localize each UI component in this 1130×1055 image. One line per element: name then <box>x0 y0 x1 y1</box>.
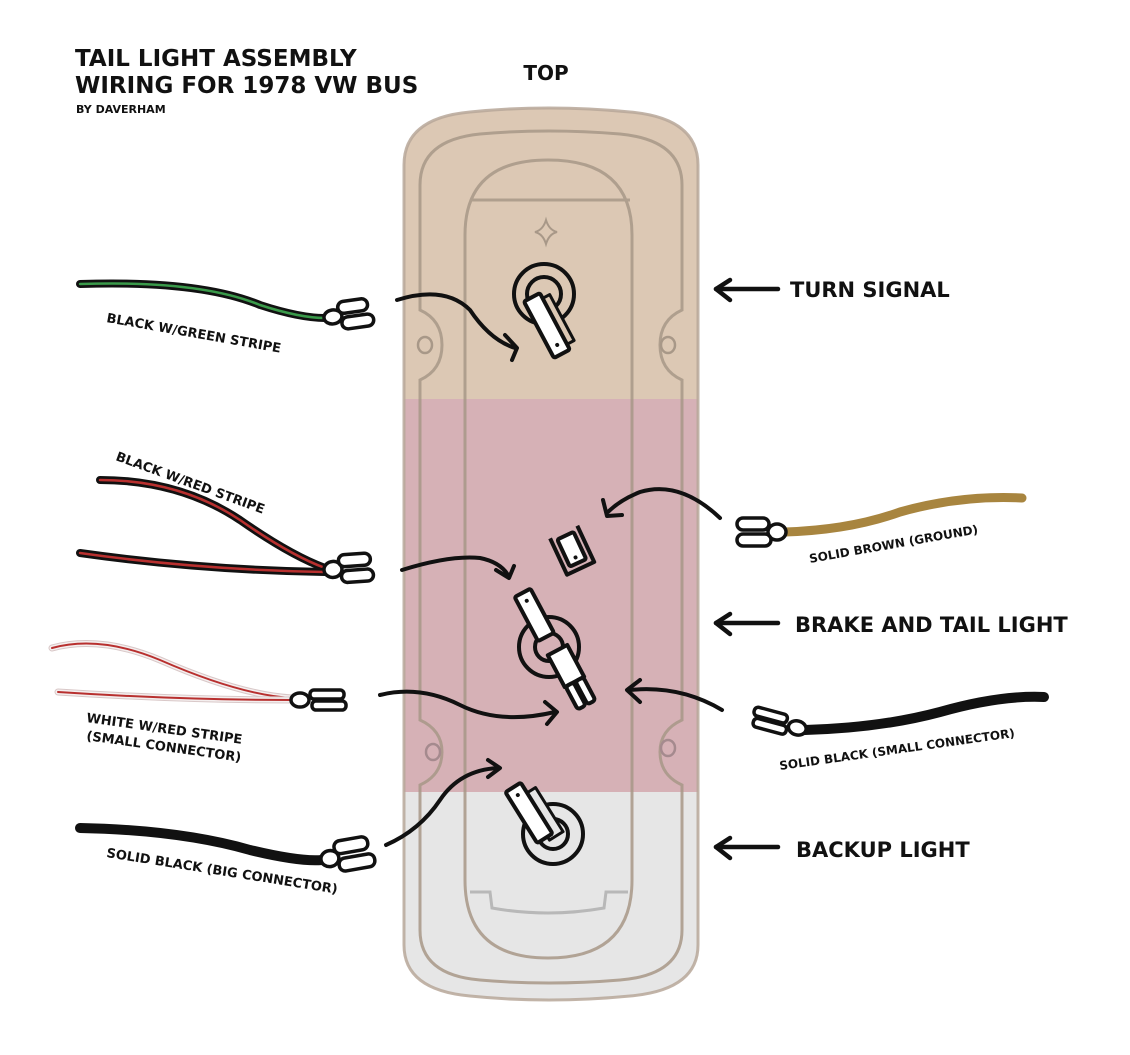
pointer-arrows <box>378 292 724 847</box>
wire-white-red <box>48 640 296 704</box>
wire-solid-brown <box>780 493 1027 537</box>
screw-hole-bottom-right <box>659 738 677 758</box>
connector-black-red <box>322 551 376 585</box>
brake-tail-section <box>404 399 698 792</box>
arrow-left-icon <box>713 835 781 861</box>
arrow-to-turn-signal <box>395 292 519 362</box>
arrow-to-backup <box>384 758 502 847</box>
arrow-to-brake-upper <box>400 555 516 580</box>
arrow-left-icon <box>713 611 781 637</box>
turn-signal-label: TURN SIGNAL <box>790 278 950 302</box>
tail-light-housing <box>402 106 700 1002</box>
connector-white-red <box>289 688 348 712</box>
star-marking-icon <box>534 216 558 248</box>
turn-signal-socket <box>512 262 576 360</box>
wire-solid-black-big <box>75 823 327 866</box>
brake-tail-label: BRAKE AND TAIL LIGHT <box>795 613 1068 637</box>
brake-tail-socket <box>513 524 597 711</box>
arrow-to-brake-lower-left <box>378 689 559 726</box>
housing-outer-edge <box>402 106 700 1002</box>
byline: BY DAVERHAM <box>76 103 166 116</box>
connector-solid-black-small <box>751 705 808 737</box>
title-line-1: TAIL LIGHT ASSEMBLY <box>75 46 357 72</box>
connectors <box>289 297 808 873</box>
title-line-2: WIRING FOR 1978 VW BUS <box>75 73 418 99</box>
wire-label-solid-black-big: SOLID BLACK (BIG CONNECTOR) <box>105 846 338 897</box>
screw-hole-top-right <box>659 335 677 355</box>
wires <box>48 279 1049 866</box>
title-block: TAIL LIGHT ASSEMBLY WIRING FOR 1978 VW B… <box>75 46 418 116</box>
screw-hole-bottom-left <box>424 742 442 762</box>
ground-clip <box>548 524 597 577</box>
backup-terminal <box>504 781 554 845</box>
backup-light-label: BACKUP LIGHT <box>796 838 970 862</box>
connector-solid-black-big <box>319 835 377 873</box>
housing-inner-rim <box>418 129 684 985</box>
lens-recess-outline <box>463 158 634 960</box>
backup-light-socket <box>504 781 585 866</box>
wire-label-black-green: BLACK W/GREEN STRIPE <box>105 311 282 356</box>
wire-black-green <box>76 279 329 322</box>
connector-solid-brown <box>735 516 788 548</box>
brake-upper-terminal <box>513 587 556 643</box>
top-orientation-label: TOP <box>523 61 568 85</box>
screw-hole-top-left <box>416 335 434 355</box>
arrow-to-ground-clip <box>601 487 722 520</box>
connector-black-green <box>322 297 376 331</box>
arrow-left-icon <box>713 277 781 303</box>
wire-solid-black-small <box>800 691 1049 735</box>
bottom-recess-notch <box>470 890 628 915</box>
arrow-to-brake-lower-right <box>625 678 724 712</box>
turn-signal-terminal <box>522 291 572 360</box>
wire-black-red <box>76 476 329 576</box>
